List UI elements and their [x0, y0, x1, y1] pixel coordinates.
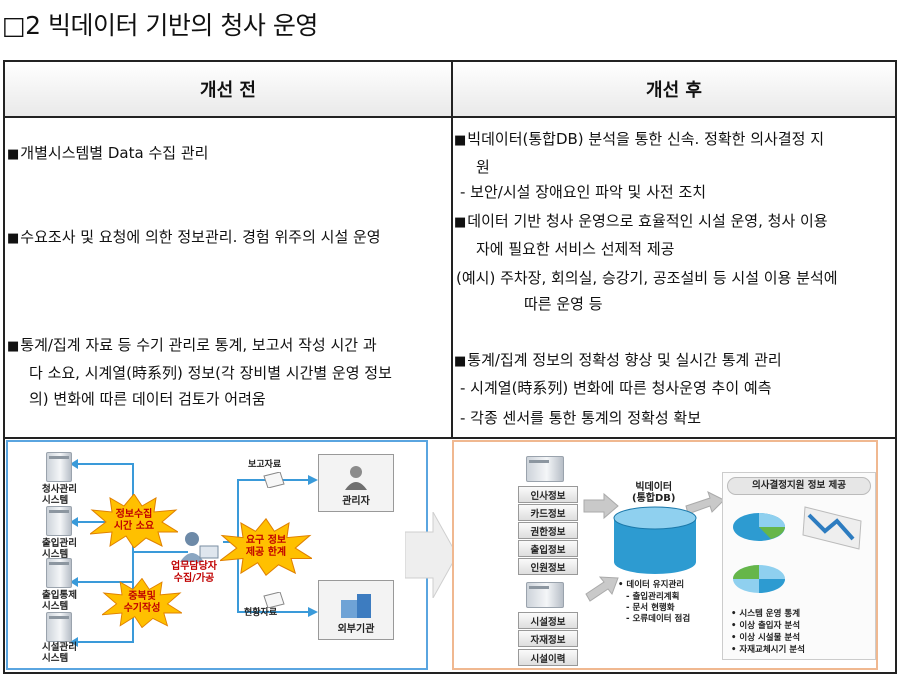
- transition-arrow-icon: [405, 512, 457, 598]
- system-label-3: 출입통제 시스템: [42, 590, 77, 612]
- after-diagram-connectors: [583, 491, 725, 602]
- decision-support-title: 의사결정지원 정보 제공: [727, 477, 871, 495]
- body-divider: [5, 437, 895, 439]
- pie-chart-icon: [733, 565, 785, 593]
- before-item-1: ■개별시스템별 Data 수집 관리: [7, 144, 209, 162]
- input-info-4: 출입정보: [518, 540, 578, 557]
- system-label-2: 출입관리 시스템: [42, 538, 77, 560]
- burst-label-3: 요구 정보 제공 한계: [245, 535, 287, 558]
- bigdata-note-4: - 오류데이터 점검: [626, 614, 691, 624]
- before-item-3: ■통계/집계 자료 등 수기 관리로 통계, 보고서 작성 시간 과 다 소요,…: [7, 336, 392, 408]
- section-title: □2 빅데이터 기반의 청사 운영: [2, 11, 318, 40]
- after-item-3: ■데이터 기반 청사 운영으로 효율적인 시설 운영, 청사 이용 자에 필요한…: [454, 212, 828, 258]
- bigdata-note-3: - 문서 현행화: [626, 603, 675, 613]
- bullet-icon: ■: [454, 133, 467, 148]
- line-chart-icon: [802, 506, 862, 550]
- report-label: 보고자료: [248, 460, 282, 470]
- input-info-1: 인사정보: [518, 486, 578, 503]
- bigdata-note-1: • 데이터 유지관리: [618, 580, 685, 590]
- document-icon: [263, 472, 285, 488]
- support-note-3: • 이상 시설물 분석: [731, 633, 801, 643]
- facility-info-2: 자재정보: [518, 630, 578, 647]
- database-icon: [46, 452, 72, 482]
- after-item-4: (예시) 주차장, 회의실, 승강기, 공조설비 등 시설 이용 분석에 따른 …: [456, 269, 838, 313]
- bullet-icon: ■: [7, 339, 20, 354]
- burst-label-2: 중복및 수기작성: [123, 591, 161, 614]
- bullet-icon: ■: [454, 215, 467, 230]
- after-diagram: 인사정보 카드정보 권한정보 출입정보 인원정보 시설정보 자재정보 시설이력 …: [452, 440, 878, 670]
- after-item-5: ■통계/집계 정보의 정확성 향상 및 실시간 통계 관리: [454, 351, 782, 369]
- burst-label-1: 정보수집 시간 소요: [113, 509, 155, 532]
- burst-shape-icon: [102, 578, 182, 628]
- after-item-1: ■빅데이터(통합DB) 분석을 통한 신속. 정확한 의사결정 지 원: [454, 130, 825, 176]
- database-icon: [526, 582, 564, 608]
- database-icon: [46, 612, 72, 642]
- comparison-table: 개선 전 개선 후 ■개별시스템별 Data 수집 관리 ■수요조사 및 요청에…: [3, 60, 897, 674]
- burst-shape-icon: [90, 494, 178, 548]
- manager-box: 관리자: [318, 454, 394, 512]
- before-item-2: ■수요조사 및 요청에 의한 정보관리. 경험 위주의 시설 운영: [7, 228, 381, 246]
- system-label-1: 청사관리 시스템: [42, 484, 77, 506]
- table-header-after: 개선 후: [453, 62, 895, 116]
- after-item-7: - 각종 센서를 통한 통계의 정확성 확보: [460, 409, 702, 427]
- bigdata-note-2: - 출입관리계획: [626, 592, 680, 602]
- column-divider: [451, 62, 453, 439]
- facility-info-1: 시설정보: [518, 612, 578, 629]
- external-agency-box: 외부기관: [318, 580, 394, 640]
- input-info-5: 인원정보: [518, 558, 578, 575]
- support-note-1: • 시스템 운영 통계: [731, 609, 801, 619]
- status-label: 현황자료: [244, 608, 278, 618]
- worker-label: 업무담당자 수집/가공: [171, 561, 217, 584]
- before-diagram: 청사관리 시스템 출입관리 시스템 출입통제 시스템 시설관리 시스템 정보수집…: [6, 440, 428, 670]
- pie-chart-icon: [733, 513, 785, 541]
- system-label-4: 시설관리 시스템: [42, 642, 77, 664]
- bigdata-cylinder-icon: [613, 506, 697, 574]
- burst-shape-icon: [220, 518, 312, 576]
- bullet-icon: ■: [454, 354, 467, 369]
- after-item-6: - 시계열(時系列) 변화에 따른 청사운영 추이 예측: [460, 379, 772, 397]
- bullet-icon: ■: [7, 231, 20, 246]
- bigdata-title: 빅데이터 (통합DB): [632, 482, 676, 504]
- table-header-before: 개선 전: [5, 62, 451, 116]
- decision-support-panel: 의사결정지원 정보 제공 • 시스템 운영 통계 • 이상 출입자 분석 • 이…: [722, 472, 876, 660]
- database-icon: [46, 506, 72, 536]
- database-icon: [46, 558, 72, 588]
- database-icon: [526, 456, 564, 482]
- bullet-icon: ■: [7, 147, 20, 162]
- worker-icon: [180, 532, 219, 562]
- building-icon: [341, 594, 371, 618]
- before-diagram-connectors: [70, 459, 318, 647]
- input-info-2: 카드정보: [518, 504, 578, 521]
- after-item-2: - 보안/시설 장애요인 파악 및 사전 조치: [460, 183, 707, 201]
- facility-info-3: 시설이력: [518, 649, 578, 666]
- header-divider: [5, 116, 895, 118]
- person-icon: [345, 466, 367, 490]
- document-icon: [263, 592, 285, 608]
- support-note-4: • 자재교체시기 분석: [731, 645, 805, 655]
- support-note-2: • 이상 출입자 분석: [731, 621, 801, 631]
- input-info-3: 권한정보: [518, 522, 578, 539]
